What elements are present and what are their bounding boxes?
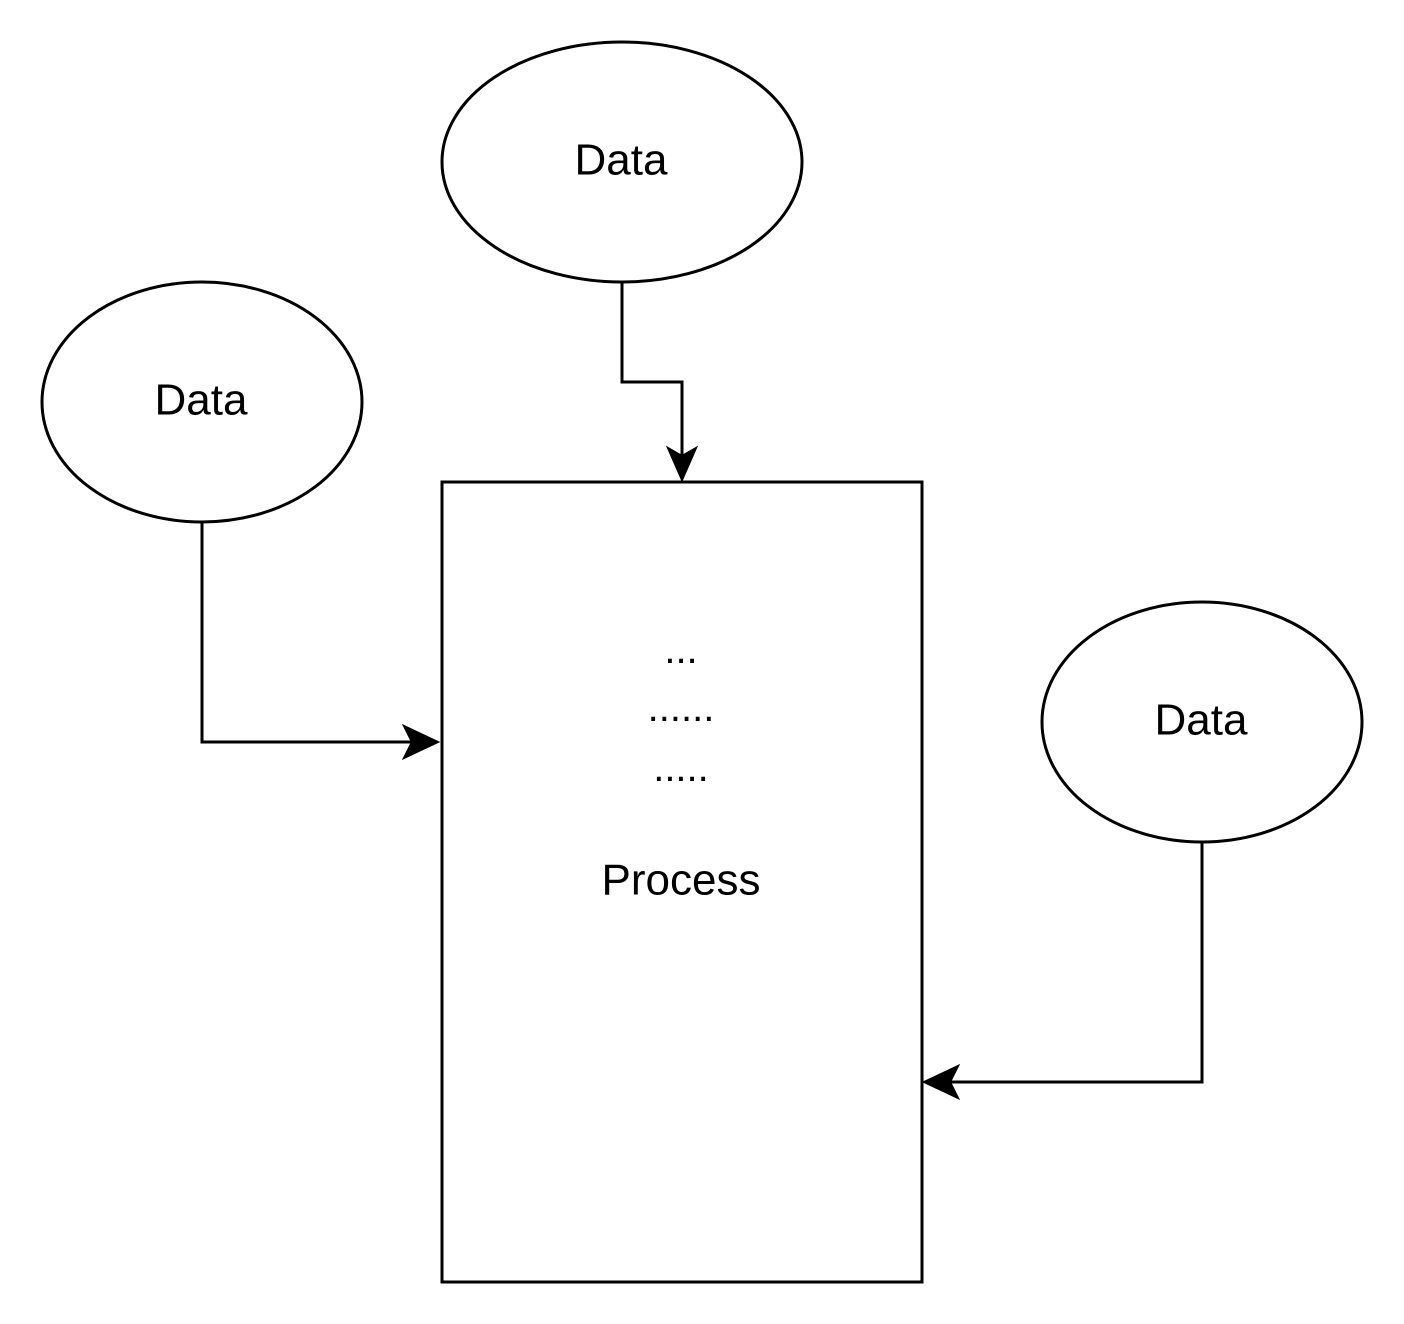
arrow-right-icon	[401, 723, 441, 761]
data-label-left: Data	[155, 376, 248, 425]
connector-line-right	[942, 842, 1204, 1084]
data-node-left[interactable]: Data	[40, 280, 364, 524]
edge-left-to-process[interactable]	[200, 522, 441, 761]
connector-line-top	[620, 282, 684, 462]
process-box	[440, 480, 924, 1284]
process-node[interactable]: ... ...... ..... Process	[440, 480, 924, 1284]
arrow-left-icon	[921, 1063, 961, 1101]
edge-right-to-process[interactable]	[921, 842, 1204, 1101]
data-node-right[interactable]: Data	[1040, 600, 1364, 844]
process-label: Process	[602, 856, 761, 905]
data-node-top[interactable]: Data	[440, 40, 804, 284]
process-line-1: ...	[664, 628, 697, 672]
process-line-2: ......	[648, 686, 715, 730]
process-line-3: .....	[653, 746, 709, 790]
data-label-right: Data	[1155, 696, 1248, 745]
data-label-top: Data	[575, 136, 668, 185]
edge-top-to-process[interactable]	[620, 282, 699, 483]
connector-line-left	[200, 522, 420, 744]
arrow-down-icon	[665, 445, 699, 483]
